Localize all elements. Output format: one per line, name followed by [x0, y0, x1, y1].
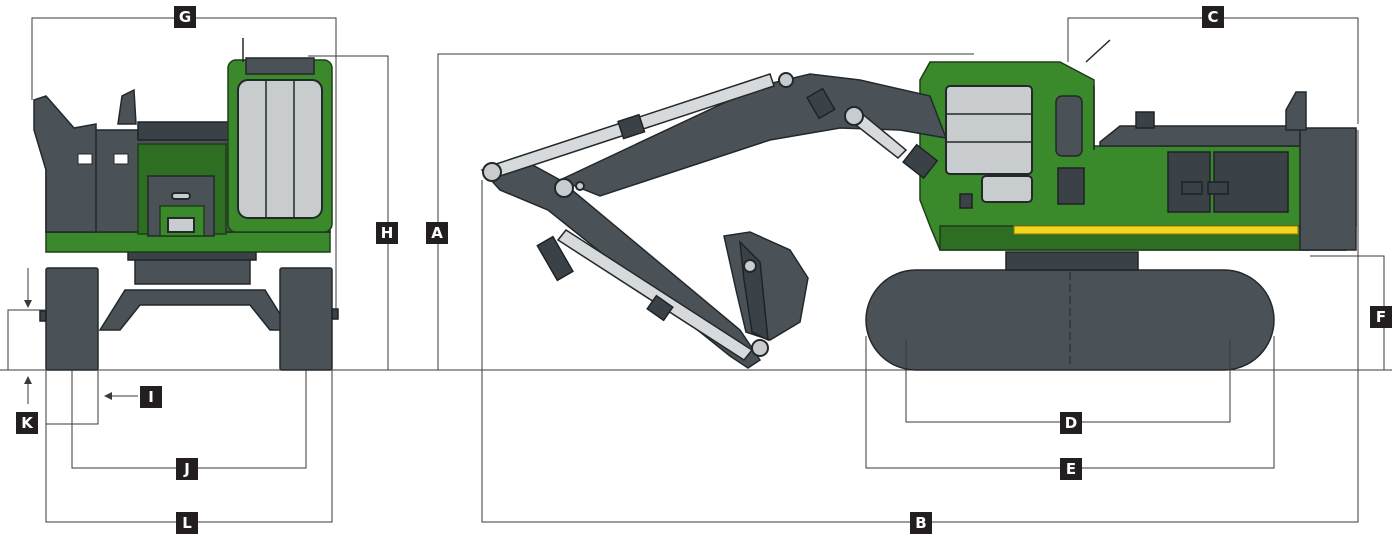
label-F-text: F	[1376, 308, 1386, 326]
label-E: E	[1060, 458, 1082, 480]
label-J-text: J	[183, 460, 190, 478]
front-windshield	[237, 79, 323, 219]
label-D: D	[1060, 412, 1082, 434]
label-L: L	[176, 512, 198, 534]
label-J: J	[176, 458, 198, 480]
side-view	[480, 39, 1357, 371]
label-L-text: L	[182, 514, 192, 532]
label-F: F	[1370, 306, 1392, 328]
label-B-text: B	[915, 514, 926, 532]
front-view	[33, 38, 339, 371]
label-D-text: D	[1065, 414, 1077, 432]
label-K-text: K	[21, 414, 34, 432]
label-A-text: A	[431, 224, 443, 242]
label-C: C	[1202, 6, 1224, 28]
side-cab-window	[945, 85, 1033, 175]
label-I-text: I	[148, 388, 154, 406]
label-H-text: H	[381, 224, 394, 242]
label-G-text: G	[179, 8, 191, 26]
label-E-text: E	[1066, 460, 1076, 478]
front-left-track	[45, 267, 99, 371]
label-G: G	[174, 6, 196, 28]
label-I: I	[140, 386, 162, 408]
front-right-track	[279, 267, 333, 371]
side-yellow-stripe	[1013, 225, 1299, 235]
label-A: A	[426, 222, 448, 244]
label-C-text: C	[1207, 8, 1218, 26]
label-H: H	[376, 222, 398, 244]
label-B: B	[910, 512, 932, 534]
label-K: K	[16, 412, 38, 434]
